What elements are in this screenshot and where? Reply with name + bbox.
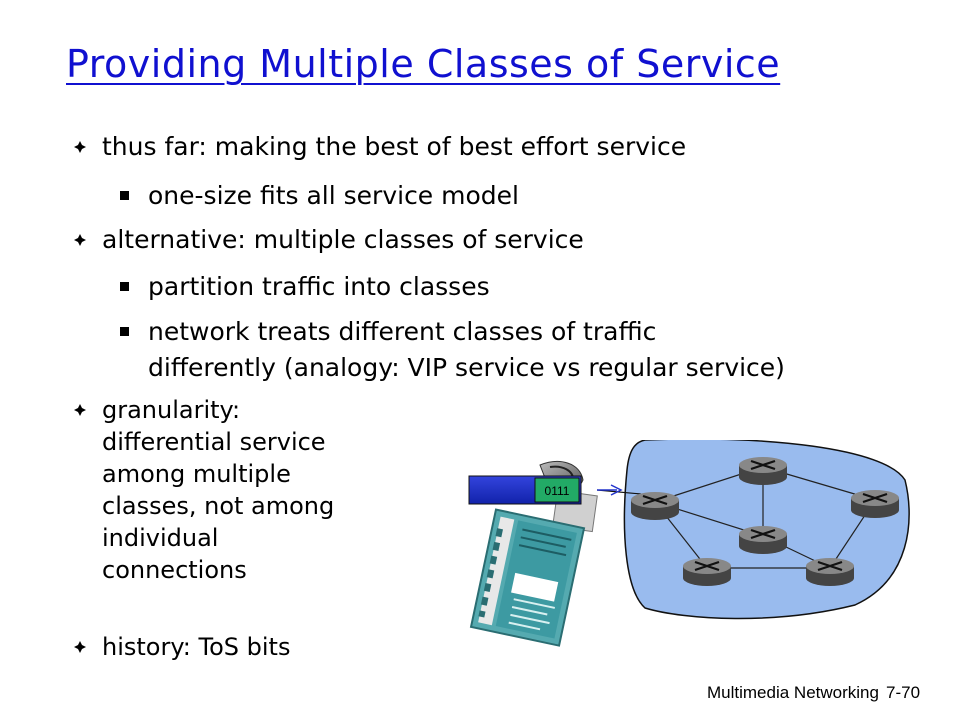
bullet-text: thus far: making the best of best effort… — [102, 132, 687, 161]
router-icon — [631, 492, 679, 520]
bullet-text: alternative: multiple classes of service — [102, 225, 584, 254]
tos-bits-label: 0111 — [545, 484, 570, 498]
diamond-bullet-icon — [74, 141, 86, 153]
bullet-text: one-size fits all service model — [148, 181, 519, 210]
square-bullet-icon — [120, 282, 129, 291]
granularity-line: connections — [102, 556, 247, 584]
granularity-line: differential service — [102, 428, 326, 456]
footer-page-number: 7-70 — [886, 683, 921, 702]
router-icon — [739, 457, 787, 485]
router-icon — [851, 490, 899, 518]
diamond-bullet-icon — [74, 234, 86, 246]
router-icon — [739, 526, 787, 554]
granularity-line: granularity: — [102, 396, 241, 424]
bullet-text: partition traffic into classes — [148, 272, 490, 301]
square-bullet-icon — [120, 327, 129, 336]
footer-section: Multimedia Networking — [707, 683, 879, 702]
bullet-text: network treats different classes of traf… — [148, 317, 657, 346]
granularity-line: individual — [102, 524, 219, 552]
vip-pass-icon — [469, 461, 598, 647]
diamond-bullet-icon — [74, 404, 86, 416]
granularity-line: among multiple — [102, 460, 291, 488]
arrow-icon — [610, 484, 623, 496]
network-diagram: 0111 — [468, 440, 910, 620]
page-title: Providing Multiple Classes of Service — [66, 42, 781, 86]
router-icon — [806, 558, 854, 586]
square-bullet-icon — [120, 191, 129, 200]
packet: 0111 — [468, 475, 582, 505]
granularity-line: classes, not among — [102, 492, 335, 520]
diamond-bullet-icon — [74, 641, 86, 653]
bullet-text: history: ToS bits — [102, 633, 291, 661]
router-icon — [683, 558, 731, 586]
bullet-text-continued: differently (analogy: VIP service vs reg… — [148, 353, 785, 382]
tos-field — [534, 477, 580, 503]
